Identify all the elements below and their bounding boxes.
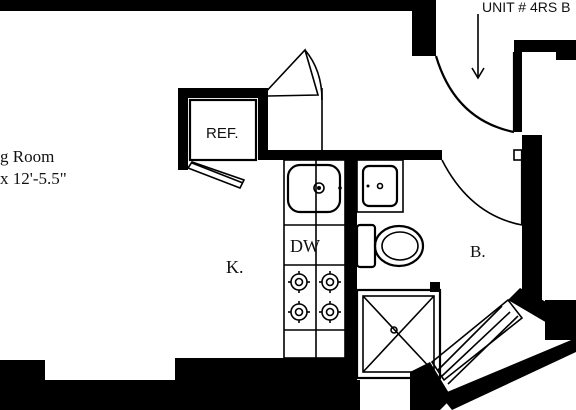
living-room-size: x 12'-5.5" xyxy=(0,169,67,188)
bay-window xyxy=(430,298,524,385)
bath-sink xyxy=(356,159,404,213)
shower xyxy=(355,282,442,380)
kitchen-sink xyxy=(286,163,342,214)
kitchen-label: K. xyxy=(226,257,244,277)
living-room-label: g Room xyxy=(0,147,54,166)
stove-burner xyxy=(319,271,341,293)
stove-burner xyxy=(319,301,341,323)
entry-door xyxy=(434,52,521,134)
refrigerator-label: REF. xyxy=(206,125,239,142)
stove xyxy=(288,271,341,323)
fridge-door xyxy=(186,48,323,190)
entry-arrow xyxy=(471,14,485,80)
unit-label: UNIT # 4RS B xyxy=(482,0,570,15)
stove-burner xyxy=(288,301,310,323)
toilet xyxy=(355,223,425,269)
bathroom-label: B. xyxy=(470,242,486,261)
dishwasher-label: DW xyxy=(290,236,320,256)
bathroom-door xyxy=(441,149,524,226)
refrigerator: REF. xyxy=(188,98,258,162)
stove-burner xyxy=(288,271,310,293)
kitchen-counter xyxy=(283,159,346,359)
